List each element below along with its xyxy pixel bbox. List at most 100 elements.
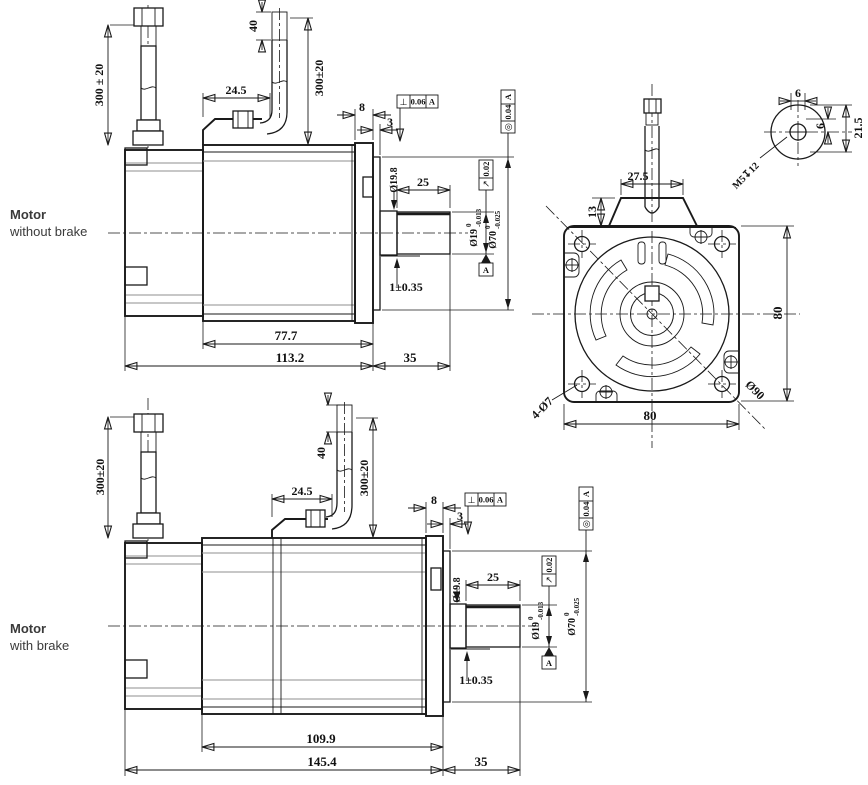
tolerance-frame-perpendicularity: ⊥ 0.06 A (397, 94, 439, 141)
vent-slot (615, 346, 701, 378)
perpendicularity-icon: ⊥ (468, 496, 476, 506)
tolerance-frame-perpendicularity: ⊥ 0.06 A (465, 492, 507, 534)
dim-body-length: 77.7 (275, 328, 298, 343)
dim-boss-diameter: Ø19.8 (452, 577, 463, 602)
cable-left (132, 398, 164, 541)
mounting-holes (568, 230, 736, 398)
dim-shaft-extension: 35 (404, 350, 418, 365)
runout-icon: ↗ (482, 180, 492, 188)
subtitle-without-brake: without brake (9, 224, 87, 239)
dim-cable-length-left: 300 ± 20 (92, 64, 106, 107)
svg-text:A: A (429, 97, 436, 107)
dim-wire-free-length: 40 (314, 447, 328, 459)
cable-right (259, 8, 288, 135)
rear-tab (124, 147, 148, 166)
dim-bolt-circle: Ø90 (743, 378, 768, 403)
motor-face (574, 236, 730, 392)
dim-hole-offset-top: 6 (795, 86, 801, 100)
side-view-with-brake: 300±20 40 300±20 24.5 8 3 ⊥ 0.06 (93, 395, 594, 776)
dim-shaft-depth: 21.5 (851, 118, 865, 139)
concentricity-icon: ◎ (582, 520, 592, 528)
svg-text:Ø19: Ø19 (531, 622, 542, 640)
front-view: M5↧12 6 6 21.5 27.5 13 80 (528, 84, 865, 448)
keyway (644, 285, 660, 302)
svg-text:-0.025: -0.025 (573, 597, 581, 616)
dim-flange-width: 80 (644, 408, 657, 423)
tolerance-frame-runout: 0.02 ↗ (478, 159, 494, 191)
vent-slot (589, 259, 628, 341)
dim-total-length: 145.4 (307, 754, 337, 769)
svg-text:A: A (503, 93, 513, 100)
svg-text:0.04: 0.04 (503, 104, 513, 120)
svg-text:A: A (483, 265, 490, 275)
dim-cable-length-right: 300±20 (357, 460, 371, 497)
flange-outline (563, 225, 740, 403)
bolt-circle-diagonal (545, 205, 767, 431)
pilot-boss (442, 550, 451, 703)
dim-pilot-depth: 3 (457, 509, 463, 523)
svg-text:A: A (546, 658, 553, 668)
datum-flag: A (541, 647, 557, 670)
cable-break (644, 148, 660, 152)
dim-boss-diameter: Ø19.8 (389, 167, 400, 192)
dim-cable-length-right: 300±20 (312, 60, 326, 97)
svg-text:-0.013: -0.013 (475, 208, 483, 227)
wire-bundle (140, 431, 157, 453)
dim-total-length: 113.2 (276, 350, 305, 365)
connector-housing (271, 509, 328, 538)
pilot-boss (372, 156, 381, 311)
dim-flange-thickness: 8 (431, 493, 437, 507)
dim-flange-height: 80 (770, 307, 785, 320)
dim-shaft-extension: 35 (475, 754, 489, 769)
dim-connector-height: 13 (585, 206, 599, 218)
wire-bundle (140, 25, 157, 47)
dim-hole-offset-side: 6 (813, 123, 827, 129)
cable-break (140, 86, 157, 90)
wire-bundle (271, 11, 288, 41)
dim-shaft-diameter: Ø19 0 -0.013 (527, 601, 545, 639)
front-connector (608, 98, 698, 227)
shaft (465, 604, 521, 648)
cable-left (132, 5, 164, 148)
dim-shaft-length: 25 (417, 175, 429, 189)
view-titles: Motor without brake Motor with brake (9, 207, 87, 653)
cable-right (325, 402, 353, 530)
svg-text:0: 0 (465, 223, 473, 227)
motor-body (124, 142, 451, 324)
svg-text:0.02: 0.02 (481, 162, 491, 177)
tolerance-frame-concentricity: A 0.04 ◎ (500, 89, 516, 134)
svg-text:Ø70: Ø70 (567, 618, 578, 636)
dim-pilot-diameter: Ø70 0 -0.025 (563, 597, 581, 635)
svg-text:0: 0 (484, 225, 492, 229)
dim-shaft-diameter: Ø19 0 -0.013 (465, 208, 483, 246)
dim-shoulder: 1±0.35 (389, 280, 423, 294)
dim-flange-thickness: 8 (359, 100, 365, 114)
dim-pilot-diameter: Ø70 0 -0.025 (484, 210, 502, 248)
vent-slot (664, 253, 715, 326)
svg-text:Ø70: Ø70 (488, 231, 499, 249)
dim-shaft-length: 25 (487, 570, 499, 584)
vent-slot-small (658, 241, 667, 265)
shaft (396, 211, 451, 255)
svg-text:0: 0 (563, 612, 571, 616)
rear-tab (124, 659, 148, 679)
subtitle-with-brake: with brake (9, 638, 69, 653)
vent-slot-small (637, 241, 646, 265)
svg-text:0.02: 0.02 (544, 558, 554, 573)
svg-text:A: A (581, 490, 591, 497)
dim-cable-length-left: 300±20 (93, 459, 107, 496)
dimensions: 300 ± 20 40 300±20 24.5 8 3 ⊥ 0. (92, 2, 516, 371)
cable-break (271, 80, 288, 84)
dim-connector-width: 24.5 (292, 484, 313, 498)
runout-icon: ↗ (545, 576, 555, 584)
dimensions: 300±20 40 300±20 24.5 8 3 ⊥ 0.06 (93, 395, 594, 776)
svg-text:0: 0 (527, 616, 535, 620)
side-view-without-brake: 300 ± 20 40 300±20 24.5 8 3 ⊥ 0. (92, 2, 516, 371)
title-motor-with-brake: Motor (10, 621, 46, 636)
dim-tapped-hole: M5↧12 (731, 161, 762, 192)
dim-connector-width: 27.5 (628, 169, 649, 183)
dim-shoulder: 1±0.35 (459, 673, 493, 687)
connector-plug (643, 98, 662, 114)
wire-bundle (336, 404, 353, 433)
